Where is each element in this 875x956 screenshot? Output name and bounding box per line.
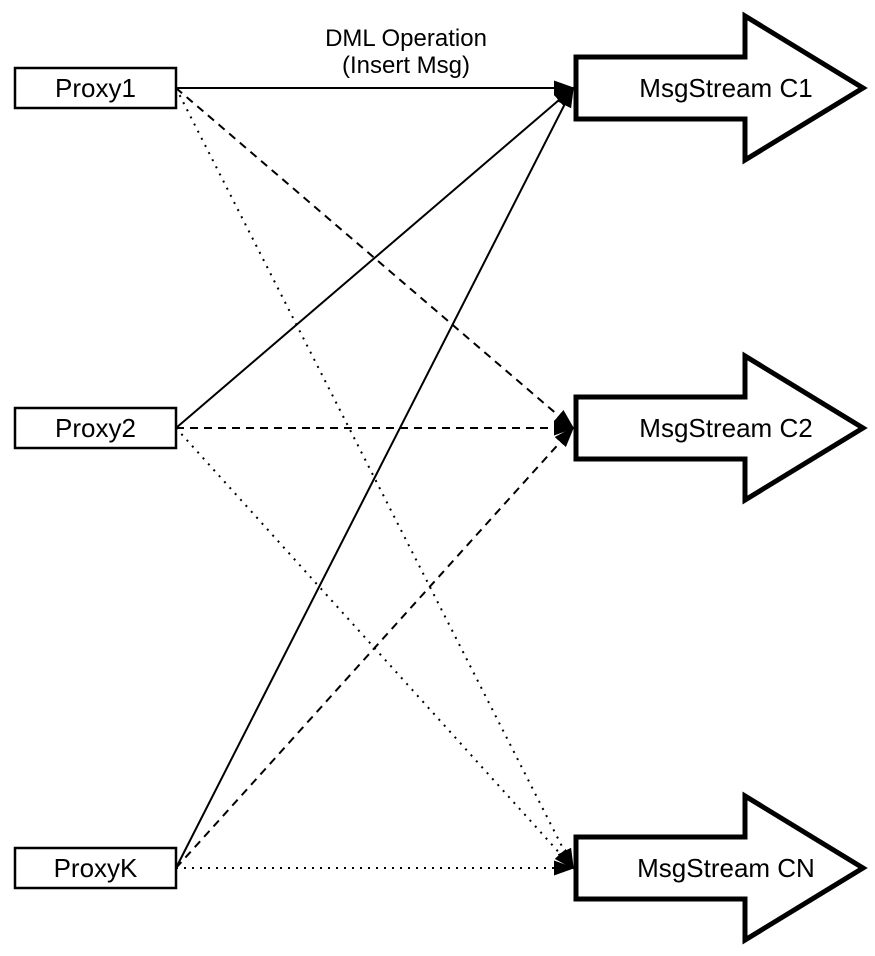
proxy-node-proxy1: Proxy1 [13, 66, 178, 110]
msgstream-node-c1: MsgStream C1 [573, 11, 868, 165]
proxy-label: ProxyK [54, 853, 138, 883]
msgstream-node-c2: MsgStream C2 [573, 351, 868, 505]
edge-proxy1-cn [175, 87, 574, 870]
dml-annotation: DML Operation (Insert Msg) [325, 25, 487, 79]
edge-proxy1-c2 [175, 87, 575, 430]
proxy-box [13, 406, 178, 450]
edge-proxyk-c1 [175, 86, 574, 869]
msgstream-label: MsgStream C2 [639, 413, 812, 443]
msgstream-label: MsgStream C1 [639, 73, 812, 103]
proxy-node-proxyk: ProxyK [13, 846, 178, 890]
streams-layer: MsgStream C1 MsgStream C2 MsgStream CN [573, 11, 868, 945]
edges-layer [175, 80, 575, 876]
proxy-box [13, 846, 178, 890]
proxy-node-proxy2: Proxy2 [13, 406, 178, 450]
block-arrow-shape [573, 791, 868, 945]
annotation-line1: DML Operation [325, 25, 487, 52]
proxy-box [13, 66, 178, 110]
annotation-line2: (Insert Msg) [342, 52, 470, 79]
block-arrow-shape [573, 351, 868, 505]
proxy-label: Proxy2 [55, 413, 136, 443]
msgstream-label: MsgStream CN [637, 853, 815, 883]
edge-proxy2-c1 [175, 86, 575, 429]
msgstream-node-cn: MsgStream CN [573, 791, 868, 945]
proxy-label: Proxy1 [55, 73, 136, 103]
block-arrow-shape [573, 11, 868, 165]
edge-proxyk-c2 [175, 426, 575, 869]
